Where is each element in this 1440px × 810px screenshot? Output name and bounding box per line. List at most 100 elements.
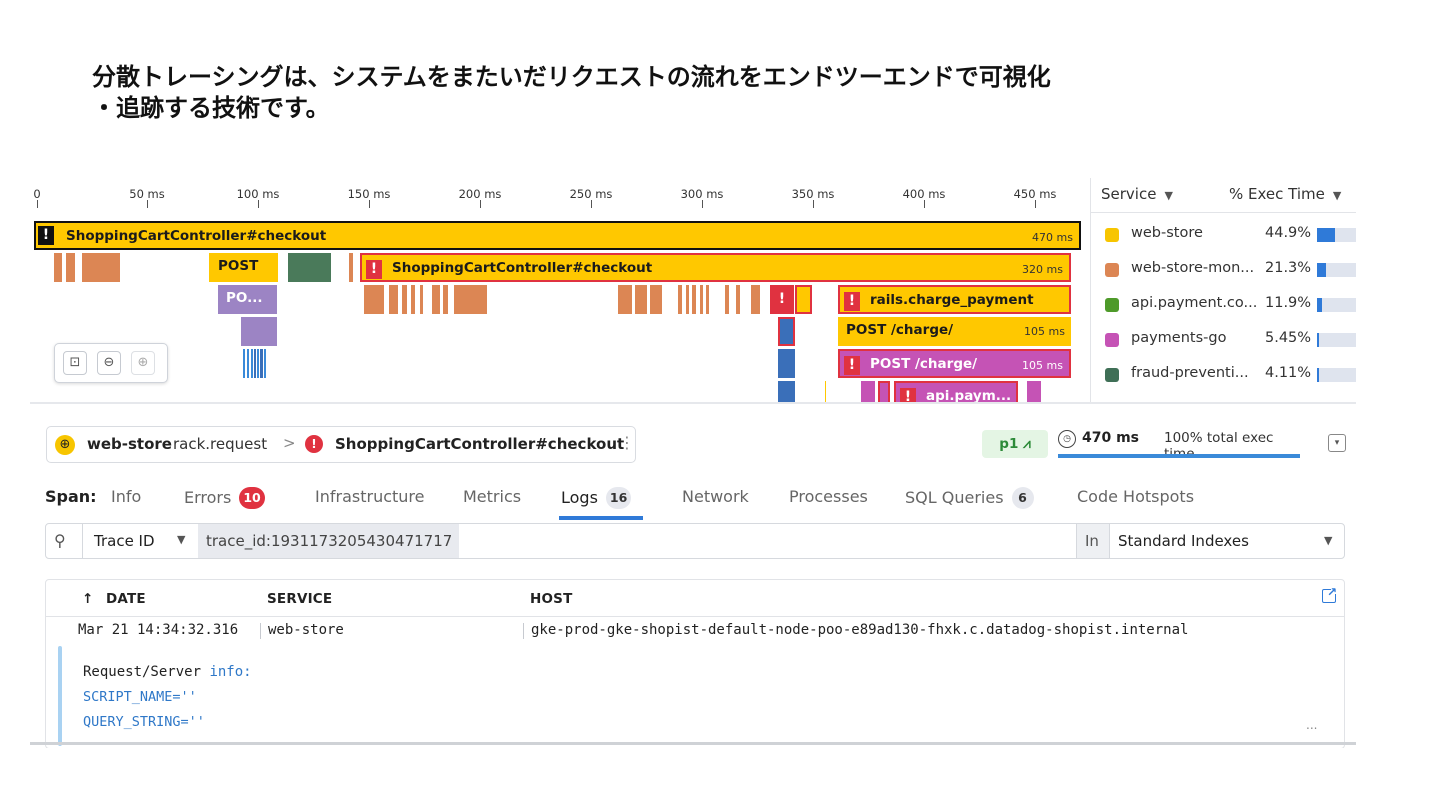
fit-icon[interactable]: ⊡ [63,351,87,375]
span-api-payment[interactable]: ! api.paym... [894,381,1018,403]
span-segment[interactable] [264,349,266,378]
span-segment[interactable] [432,285,440,314]
span-segment[interactable] [443,285,448,314]
service-row[interactable]: web-store-mon... 21.3% [1091,252,1356,287]
span-segment[interactable] [795,285,812,314]
service-name: api.payment.co... [1131,295,1258,311]
tick-mark [591,200,592,208]
span-segment[interactable] [349,253,353,282]
span-segment[interactable] [420,285,423,314]
tick-label: 300 ms [680,187,724,201]
index-select[interactable]: Standard Indexes [1118,532,1249,550]
search-icon: ⚲ [54,531,66,550]
span-charge-payment[interactable]: ! rails.charge_payment [838,285,1071,314]
tick-label: 50 ms [129,187,165,201]
collapse-icon[interactable]: ▾ [1328,434,1346,452]
span-segment[interactable] [454,285,487,314]
table-row[interactable]: Mar 21 14:34:32.316 web-store gke-prod-g… [46,616,1344,748]
span-post[interactable]: POST [209,253,278,282]
more-text[interactable]: ... [1306,718,1318,732]
span-segment[interactable] [54,253,62,282]
breadcrumb-service[interactable]: web-store [87,435,172,453]
open-external-icon[interactable] [1322,587,1338,603]
span-segment[interactable] [243,349,245,378]
tab-network[interactable]: Network [682,487,749,506]
service-breakdown-panel: Service▼ % Exec Time▼ web-store 44.9% we… [1090,178,1356,403]
span-segment[interactable] [247,349,249,378]
span-segment[interactable] [751,285,760,314]
span-segment[interactable] [635,285,647,314]
span-segment[interactable] [257,349,259,378]
flame-graph[interactable]: 0 50 ms 100 ms 150 ms 200 ms 250 ms 300 … [30,178,1088,403]
sort-arrow-icon[interactable]: ↑ [82,591,94,607]
priority-badge[interactable]: p1 ⩘ [982,430,1048,458]
column-host[interactable]: HOST [530,591,573,607]
span-label: POST /charge/ [846,322,954,338]
span-error-small[interactable]: ! [770,285,794,314]
span-segment[interactable] [778,317,795,346]
zoom-out-icon[interactable]: ⊖ [97,351,121,375]
span-segment[interactable] [389,285,398,314]
panel-divider[interactable] [30,402,1356,404]
span-segment[interactable] [402,285,407,314]
exec-time-column-sort[interactable]: % Exec Time▼ [1229,185,1341,203]
span-segment[interactable] [678,285,682,314]
service-row[interactable]: web-store 44.9% [1091,217,1356,252]
span-post-charge-2[interactable]: ! POST /charge/ 105 ms [838,349,1071,378]
tab-infrastructure[interactable]: Infrastructure [315,487,424,506]
more-options-icon[interactable]: ⋮ [619,433,635,452]
span-segment[interactable] [254,349,256,378]
span-segment[interactable] [825,381,826,403]
span-segment[interactable] [364,285,384,314]
service-pct: 21.3% [1265,260,1312,276]
service-column-sort[interactable]: Service▼ [1101,185,1173,203]
span-segment[interactable] [692,285,696,314]
span-segment[interactable] [878,381,890,403]
error-icon: ! [366,260,382,279]
span-root-checkout[interactable]: ! ShoppingCartController#checkout 470 ms [34,221,1081,250]
span-segment[interactable] [618,285,632,314]
caret-down-icon[interactable]: ▼ [1324,534,1333,547]
service-row[interactable]: fraud-preventi... 4.11% [1091,357,1356,392]
span-segment[interactable] [82,253,120,282]
search-query-input[interactable]: trace_id:1931173205430471717 [198,524,459,558]
search-field-select[interactable]: Trace ID ▼ [82,524,200,558]
span-segment[interactable] [288,253,331,282]
span-inner-checkout[interactable]: ! ShoppingCartController#checkout 320 ms [360,253,1071,282]
span-segment[interactable] [650,285,662,314]
span-segment[interactable] [861,381,875,403]
service-row[interactable]: payments-go 5.45% [1091,322,1356,357]
span-segment[interactable] [700,285,703,314]
log-status-stripe [58,646,62,746]
exec-time-bar [1317,298,1356,312]
tab-info[interactable]: Info [111,487,141,506]
span-segment[interactable] [251,349,253,378]
column-separator [260,623,261,639]
tab-code-hotspots[interactable]: Code Hotspots [1077,487,1194,506]
span-segment[interactable] [66,253,75,282]
span-po[interactable]: PO... [218,285,277,314]
span-segment[interactable] [778,349,795,378]
span-segment[interactable] [241,317,277,346]
span-segment[interactable] [778,381,795,403]
span-segment[interactable] [725,285,729,314]
in-label-box: In [1076,524,1110,558]
column-date[interactable]: DATE [106,591,146,607]
tab-processes[interactable]: Processes [789,487,868,506]
span-segment[interactable] [411,285,415,314]
span-segment[interactable] [736,285,740,314]
exec-time-fill [1317,228,1335,242]
span-post-charge[interactable]: POST /charge/ 105 ms [838,317,1071,346]
tab-metrics[interactable]: Metrics [463,487,521,506]
zoom-in-icon[interactable]: ⊕ [131,351,155,375]
breadcrumb-resource[interactable]: ShoppingCartController#checkout [335,435,625,453]
service-row[interactable]: api.payment.co... 11.9% [1091,287,1356,322]
span-segment[interactable] [260,349,263,378]
column-service[interactable]: SERVICE [267,591,333,607]
span-segment[interactable] [706,285,709,314]
span-segment[interactable] [1027,381,1041,403]
span-segment[interactable] [686,285,689,314]
